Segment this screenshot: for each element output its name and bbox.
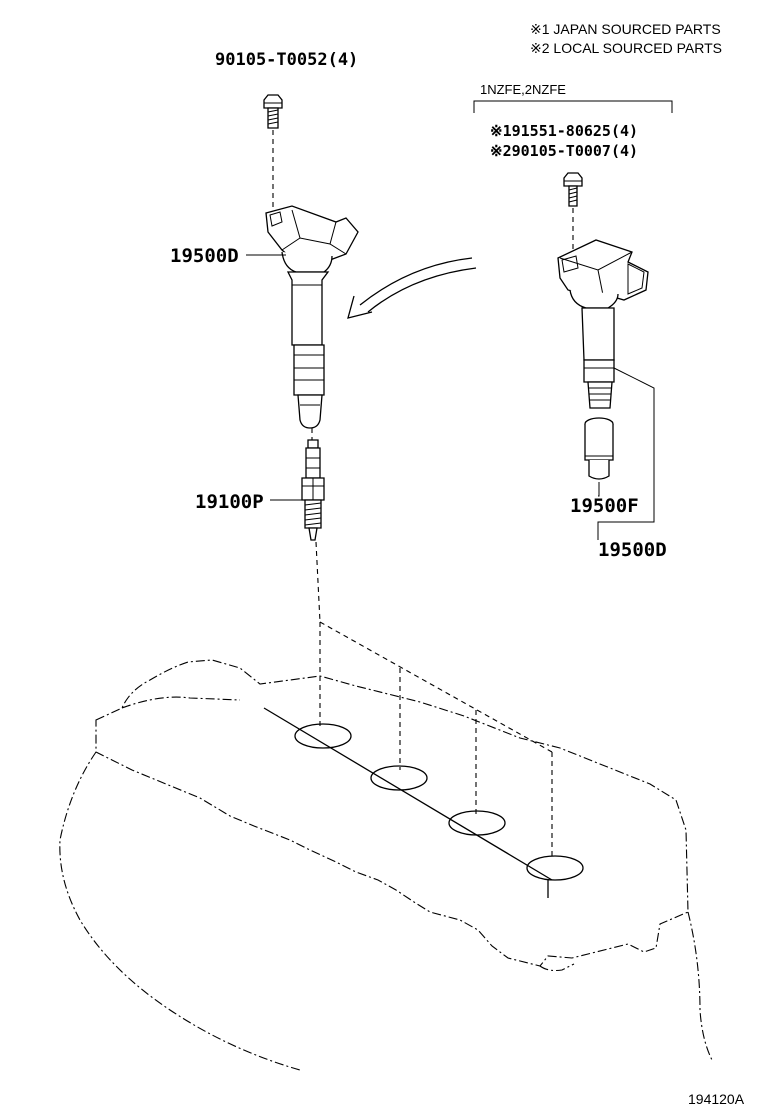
plug-hole-2: [370, 765, 428, 791]
plug-hole-4: [526, 855, 584, 881]
engine-variant-label: 1NZFE,2NZFE: [480, 82, 566, 97]
leader-plug-to-head: [315, 541, 321, 623]
ignition-coil-main-icon: [265, 205, 359, 429]
bolt-main-icon: [263, 94, 283, 129]
direction-arrow-icon: [347, 257, 477, 319]
cylinder-head-outline: [59, 659, 713, 1071]
diagram-id: 194120A: [688, 1091, 745, 1107]
ignition-coil-variant-icon: [557, 239, 649, 409]
leader-coil-assembly: [597, 367, 655, 540]
bolt-variant-icon: [563, 172, 583, 207]
plug-projection-lines: [319, 621, 553, 860]
spark-plug-icon: [301, 439, 325, 541]
label-bolt-main[interactable]: 90105-T0052(4): [215, 50, 358, 70]
leader-hidden: [216, 70, 272, 92]
variant-bracket: [473, 100, 673, 113]
label-coil-boot[interactable]: 19500F: [570, 495, 639, 517]
label-ignition-coil-main[interactable]: 19500D: [170, 245, 239, 267]
plug-hole-1: [294, 723, 352, 749]
coil-boot-icon: [584, 417, 614, 480]
label-bolt-local[interactable]: ※290105-T0007(4): [490, 142, 638, 160]
cylinder-center-line: [263, 707, 553, 881]
label-spark-plug[interactable]: 19100P: [195, 491, 264, 513]
leader-coil-boot: [598, 482, 600, 497]
note-local-sourced: ※2 LOCAL SOURCED PARTS: [530, 40, 722, 56]
label-bolt-japan[interactable]: ※191551-80625(4): [490, 122, 638, 140]
note-japan-sourced: ※1 JAPAN SOURCED PARTS: [530, 21, 721, 37]
label-coil-assembly[interactable]: 19500D: [598, 539, 667, 561]
